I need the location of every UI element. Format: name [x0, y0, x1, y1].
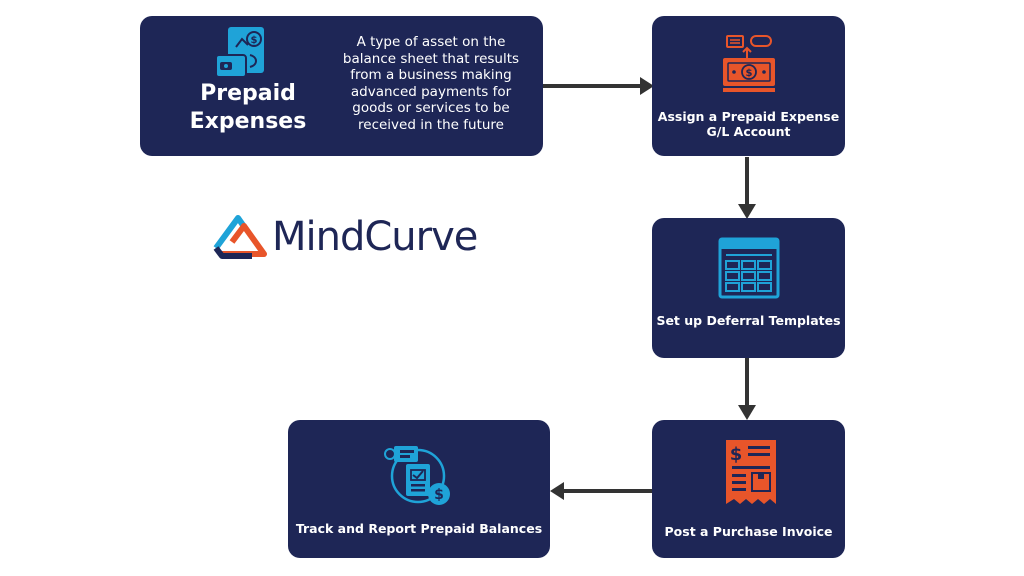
intro-title-line1: Prepaid [200, 81, 296, 106]
step-track-report-balances: $ Track and Report Prepaid Balances [288, 420, 550, 558]
arrow-deferral-to-invoice [738, 358, 756, 420]
arrow-intro-to-assign [543, 77, 654, 95]
wallet-dollar-icon: $ [215, 27, 264, 78]
calendar-grid-icon [718, 237, 780, 299]
step-assign-label-line1: Assign a Prepaid Expense [657, 109, 840, 124]
step-deferral-label-line1: Set up Deferral Templates [656, 313, 841, 328]
intro-title: Prepaid Expenses [182, 80, 314, 136]
money-register-icon: $ [723, 35, 775, 92]
arrow-assign-to-deferral [738, 157, 756, 219]
intro-title-line2: Expenses [189, 109, 307, 134]
step-invoice-label-line1: Post a Purchase Invoice [664, 524, 833, 539]
arrow-invoice-to-track [550, 482, 652, 500]
step-assign-label-line2: G/L Account [706, 124, 791, 139]
checklist-dollar-icon: $ [384, 446, 450, 505]
triangle-curve-logo-icon [213, 215, 267, 259]
svg-text:$: $ [251, 35, 258, 46]
invoice-receipt-icon: $ [726, 440, 776, 504]
step-assign-gl-account: $ Assign a Prepaid Expense G/L Account [652, 16, 845, 156]
step-track-label-line1: Track and Report Prepaid Balances [295, 521, 543, 536]
step-invoice-label: Post a Purchase Invoice [652, 524, 845, 539]
step-track-label: Track and Report Prepaid Balances [288, 521, 550, 536]
brand-name: MindCurve [272, 214, 478, 260]
step-assign-gl-account-label: Assign a Prepaid Expense G/L Account [652, 109, 845, 139]
step-deferral-label: Set up Deferral Templates [652, 313, 845, 328]
svg-text:$: $ [746, 68, 753, 79]
step-setup-deferral-templates: Set up Deferral Templates [652, 218, 845, 358]
svg-text:$: $ [434, 487, 444, 503]
intro-description: A type of asset on the balance sheet tha… [342, 34, 520, 133]
step-post-purchase-invoice: $ Post a Purchase Invoice [652, 420, 845, 558]
prepaid-expenses-card: $ Prepaid Expenses A type of asset on th… [140, 16, 543, 156]
svg-text:$: $ [730, 444, 743, 465]
